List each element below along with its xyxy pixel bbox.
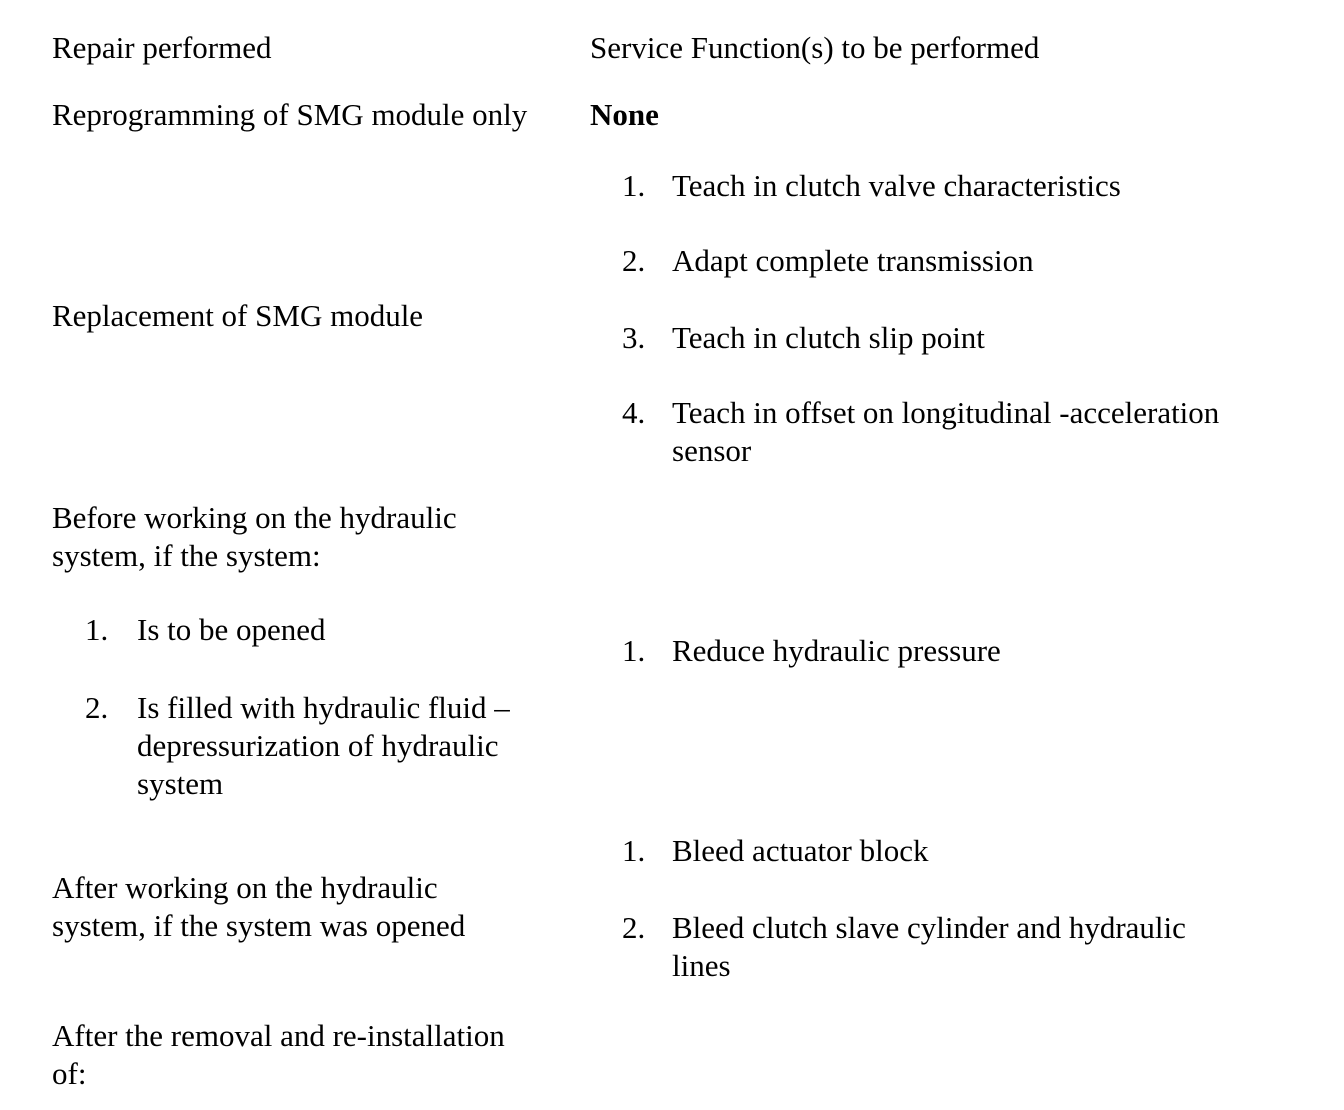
list-number: 1.	[622, 833, 646, 868]
repair-condition-item: 2. Is filled with hydraulic fluid – depr…	[85, 689, 607, 803]
list-text: Bleed clutch slave cylinder and hydrauli…	[672, 910, 1186, 983]
column-header-repair: Repair performed	[52, 30, 272, 65]
repair-cell-after-removal: After the removal and re-installation of…	[52, 1018, 505, 1091]
repair-cell-before-hydraulic-intro: Before working on the hydraulic system, …	[52, 500, 457, 573]
list-number: 3.	[622, 320, 646, 355]
list-text: Adapt complete transmission	[672, 243, 1034, 278]
repair-cell-replacement: Replacement of SMG module	[52, 298, 424, 333]
service-cell-none: None	[590, 97, 659, 132]
list-text: Bleed actuator block	[672, 833, 929, 868]
list-number: 2.	[85, 690, 109, 725]
list-number: 1.	[622, 633, 646, 668]
list-text: Teach in clutch valve characteristics	[672, 168, 1121, 203]
service-step-item: 2. Adapt complete transmission	[622, 242, 1344, 280]
list-number: 1.	[622, 168, 646, 203]
repair-condition-item: 1. Is to be opened	[85, 611, 607, 649]
list-number: 1.	[85, 612, 109, 647]
service-step-item: 2. Bleed clutch slave cylinder and hydra…	[622, 909, 1344, 985]
list-text: Teach in offset on longitudinal -acceler…	[672, 395, 1220, 468]
list-text: Is to be opened	[137, 612, 326, 647]
service-step-item: 1. Teach in clutch valve characteristics	[622, 167, 1344, 205]
service-step-item: 1. Reduce hydraulic pressure	[622, 632, 1344, 670]
repair-cell-after-hydraulic: After working on the hydraulic system, i…	[52, 870, 466, 943]
service-step-item: 1. Bleed actuator block	[622, 832, 1344, 870]
column-header-service: Service Function(s) to be performed	[590, 30, 1040, 65]
list-number: 4.	[622, 395, 646, 430]
list-number: 2.	[622, 910, 646, 945]
list-text: Teach in clutch slip point	[672, 320, 985, 355]
service-step-item: 3. Teach in clutch slip point	[622, 319, 1344, 357]
list-text: Reduce hydraulic pressure	[672, 633, 1001, 668]
list-number: 2.	[622, 243, 646, 278]
repair-cell-reprogramming: Reprogramming of SMG module only	[52, 97, 528, 132]
list-text: Is filled with hydraulic fluid – depress…	[137, 690, 510, 801]
service-step-item: 4. Teach in offset on longitudinal -acce…	[622, 394, 1344, 470]
